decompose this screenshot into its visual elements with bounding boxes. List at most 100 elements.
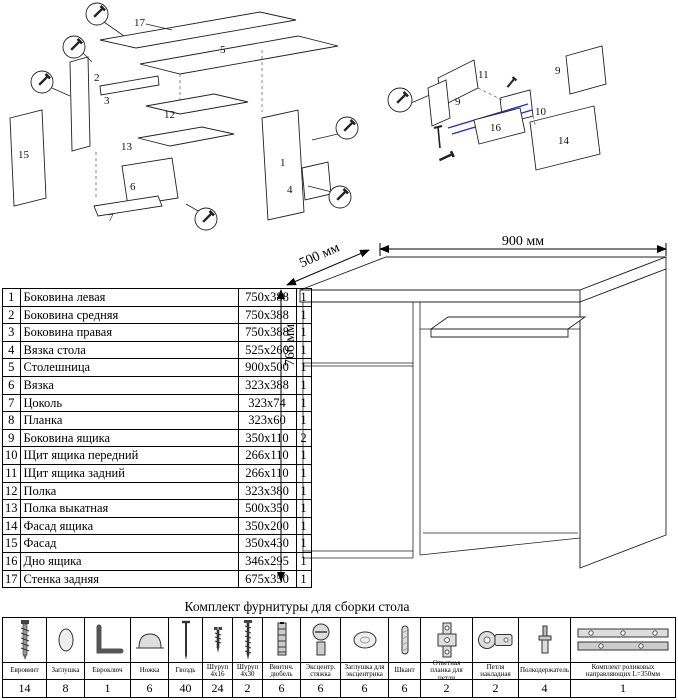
screw-short-icon bbox=[203, 618, 232, 663]
part-number: 12 bbox=[2, 481, 21, 501]
part-name: Щит ящика задний bbox=[19, 463, 239, 483]
hardware-qty: 24 bbox=[211, 681, 224, 695]
part-size: 323x74 bbox=[237, 393, 297, 413]
part-label: 16 bbox=[490, 122, 502, 134]
part-number: 9 bbox=[2, 428, 21, 448]
part-name: Полка bbox=[19, 481, 239, 501]
part-size: 525x260 bbox=[237, 340, 297, 360]
part-number: 8 bbox=[2, 411, 21, 430]
part-qty: 1 bbox=[295, 499, 312, 518]
hardware-item: Заглушка 8 bbox=[47, 618, 85, 697]
fastener-callout bbox=[307, 185, 352, 209]
part-number: 13 bbox=[2, 499, 21, 518]
part-label: 9 bbox=[555, 65, 561, 77]
part-number: 2 bbox=[2, 305, 21, 325]
cam-cap-icon bbox=[341, 618, 388, 663]
hardware-qty: 6 bbox=[361, 681, 368, 695]
hardware-qty: 8 bbox=[62, 681, 69, 695]
part-name: Стенка задняя bbox=[19, 569, 239, 589]
part-name: Вязка стола bbox=[19, 340, 239, 360]
hardware-name: Комплект роликовых направляющих L=350мм bbox=[571, 663, 675, 680]
part-label: 14 bbox=[558, 135, 570, 147]
dimension-depth: 500 мм bbox=[297, 240, 342, 271]
part-name: Полка выкатная bbox=[19, 499, 239, 518]
screw-long-icon bbox=[233, 618, 262, 663]
foot-icon bbox=[131, 618, 168, 663]
part-number: 11 bbox=[2, 463, 21, 483]
part-name: Цоколь bbox=[19, 393, 239, 413]
hardware-qty: 6 bbox=[401, 681, 408, 695]
exploded-view-drawer: 11 9 9 10 16 14 bbox=[387, 45, 607, 171]
hardware-qty: 2 bbox=[244, 681, 251, 695]
part-size: 323x380 bbox=[237, 481, 297, 501]
hardware-name: Ножка bbox=[131, 663, 168, 680]
hardware-item: Ответная планка для петли 2 bbox=[421, 618, 473, 697]
hardware-name: Евровинт bbox=[3, 663, 46, 680]
hardware-qty: 2 bbox=[492, 681, 499, 695]
nail-glyph bbox=[433, 125, 443, 149]
part-name: Планка bbox=[19, 411, 239, 430]
wooden-dowel-icon bbox=[389, 618, 420, 663]
hardware-item: Полкодержатель 4 bbox=[519, 618, 571, 697]
part-size: 266x110 bbox=[237, 446, 297, 465]
part-size: 350x200 bbox=[237, 516, 297, 536]
part-qty: 1 bbox=[295, 516, 312, 536]
hardware-item: Заглушка для эксцентрика 6 bbox=[341, 618, 389, 697]
part-number: 16 bbox=[2, 551, 21, 571]
part-number: 3 bbox=[2, 323, 21, 342]
part-label: 6 bbox=[130, 181, 136, 193]
hardware-qty: 1 bbox=[104, 681, 111, 695]
part-number: 4 bbox=[2, 340, 21, 360]
part-label: 3 bbox=[104, 95, 110, 107]
part-qty: 2 bbox=[295, 428, 312, 448]
exploded-view-desk: 17 5 2 3 12 13 6 7 15 1 4 bbox=[9, 2, 359, 231]
dimension-width: 900 мм bbox=[502, 234, 544, 249]
hardware-item: Эксцентр. стяжка 6 bbox=[301, 618, 341, 697]
hardware-name: Полкодержатель bbox=[519, 663, 570, 680]
hardware-item: Петля накладная 2 bbox=[473, 618, 519, 697]
hardware-qty: 14 bbox=[18, 681, 31, 695]
hardware-qty: 6 bbox=[278, 681, 285, 695]
part-label: 11 bbox=[478, 69, 489, 81]
hardware-name: Евроключ bbox=[85, 663, 130, 680]
part-qty: 1 bbox=[295, 288, 312, 307]
part-label: 2 bbox=[94, 72, 100, 84]
part-size: 900x500 bbox=[237, 358, 297, 377]
part-size: 500x350 bbox=[237, 499, 297, 518]
hex-key-icon bbox=[85, 618, 130, 663]
hardware-item: Евровинт 14 bbox=[3, 618, 47, 697]
part-size: 750x388 bbox=[237, 305, 297, 325]
part-label: 7 bbox=[108, 212, 114, 224]
part-qty: 1 bbox=[295, 393, 312, 413]
hinge-icon bbox=[473, 618, 518, 663]
part-name: Вязка bbox=[19, 375, 239, 395]
desk-dimension-drawing: 900 мм 500 мм 766 мм bbox=[277, 234, 667, 582]
part-name: Боковина правая bbox=[19, 323, 239, 342]
hardware-name: Заглушка для эксцентрика bbox=[341, 663, 388, 680]
fastener-callout bbox=[387, 87, 433, 113]
hardware-name: Ответная планка для петли bbox=[421, 659, 472, 681]
cam-lock-icon bbox=[301, 618, 340, 663]
part-name: Фасад ящика bbox=[19, 516, 239, 536]
part-qty: 1 bbox=[295, 375, 312, 395]
part-label: 13 bbox=[121, 141, 133, 153]
part-number: 14 bbox=[2, 516, 21, 536]
part-label: 12 bbox=[164, 109, 175, 121]
part-qty: 1 bbox=[295, 534, 312, 553]
screw-glyph bbox=[506, 76, 518, 88]
part-number: 7 bbox=[2, 393, 21, 413]
part-label: 5 bbox=[220, 44, 226, 56]
part-number: 1 bbox=[2, 288, 21, 307]
part-size: 675x350 bbox=[237, 569, 297, 589]
nail-icon bbox=[169, 618, 202, 663]
hardware-name: Шуруп 4x30 bbox=[233, 663, 262, 680]
hardware-name: Заглушка bbox=[47, 663, 84, 680]
part-label: 4 bbox=[287, 184, 293, 196]
hardware-name: Петля накладная bbox=[473, 663, 518, 680]
